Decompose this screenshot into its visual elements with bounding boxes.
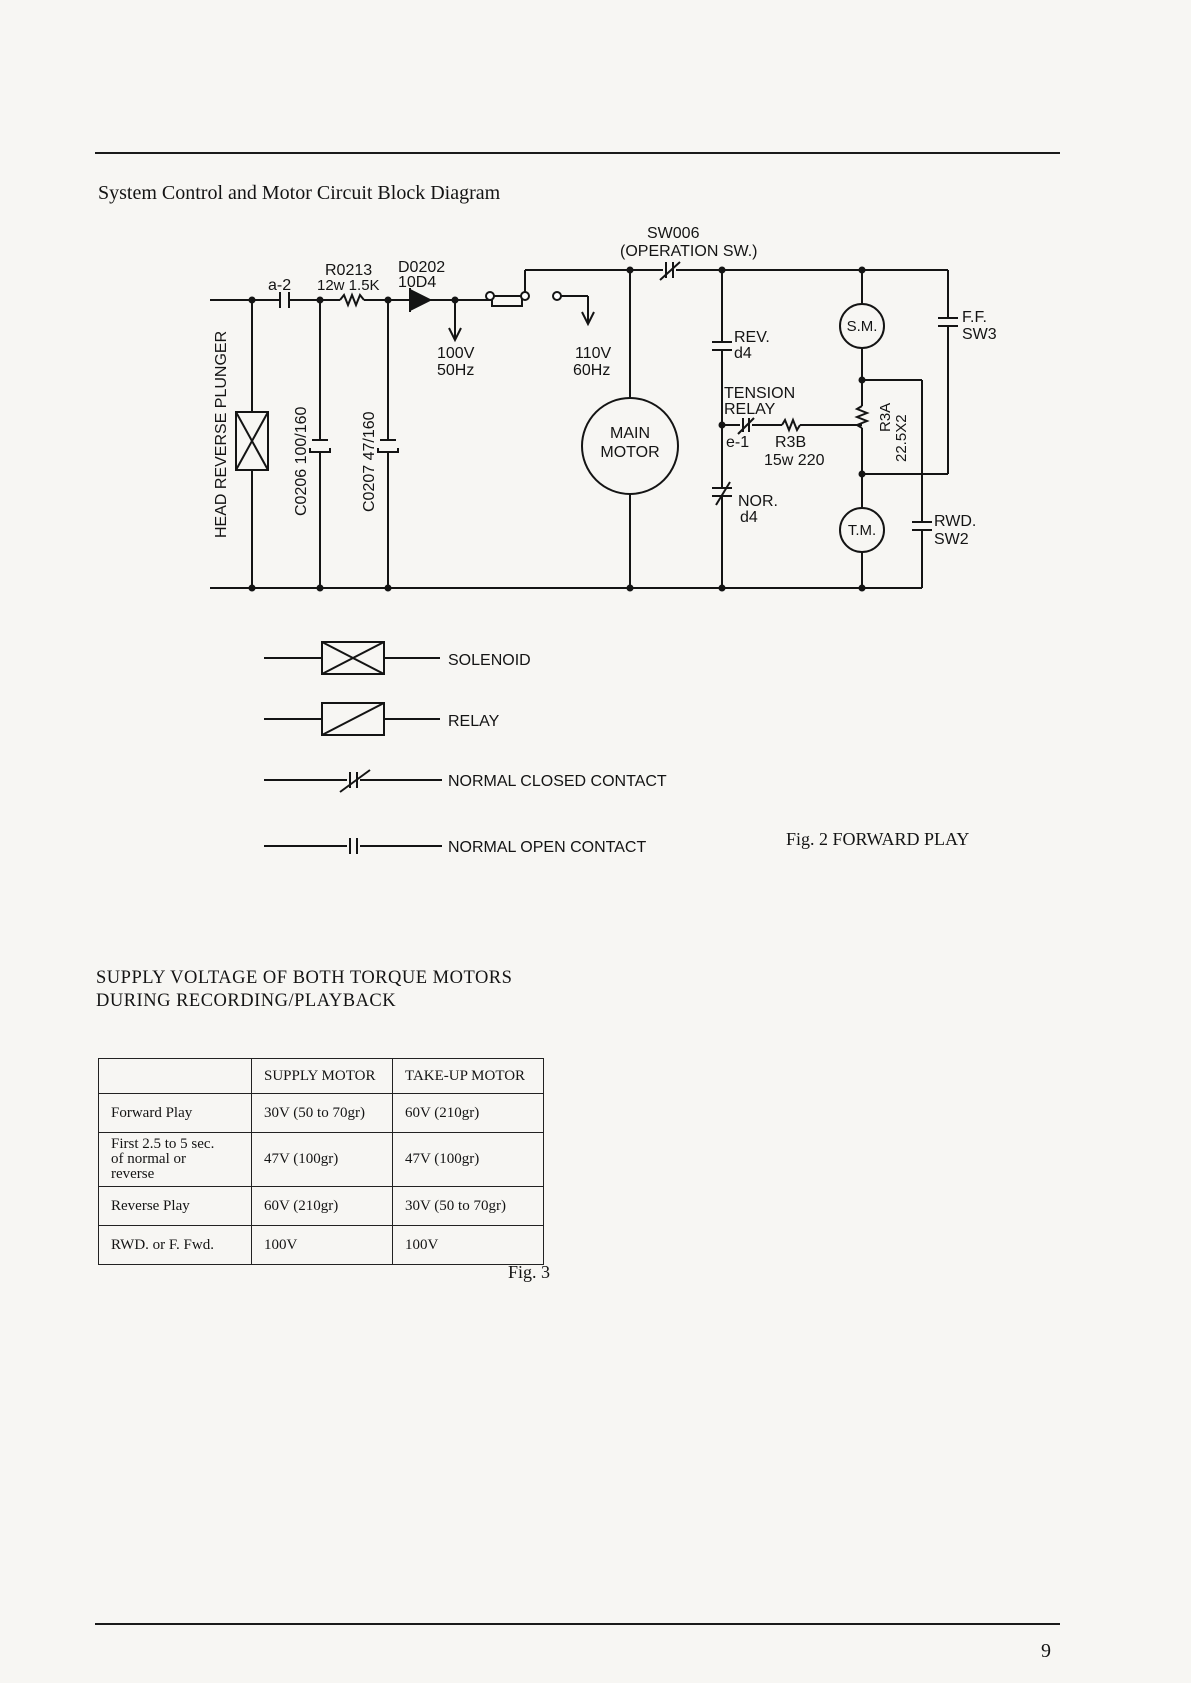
takeup-cell: 60V (210gr) — [392, 1093, 544, 1133]
legend-relay: RELAY — [448, 713, 500, 730]
takeup-cell: 30V (50 to 70gr) — [392, 1186, 544, 1226]
fig3-caption: Fig. 3 — [508, 1262, 551, 1282]
torque-voltage-table: SUPPLY MOTOR TAKE-UP MOTOR Forward Play … — [98, 1058, 544, 1265]
table-row: First 2.5 to 5 sec. of normal or reverse… — [98, 1132, 544, 1187]
label-sw006: SW006 — [647, 225, 700, 242]
supply-cell: 100V — [251, 1225, 393, 1265]
label-c0207: C0207 47/160 — [361, 411, 378, 512]
row-label: Forward Play — [98, 1093, 252, 1133]
label-main-motor-1: MAIN — [610, 425, 650, 442]
top-rule — [95, 152, 1060, 154]
label-r3b-value: 15w 220 — [764, 452, 825, 469]
circuit-diagram: a-2 R0213 12w 1.5K D0202 10D4 100V 50Hz … — [210, 225, 997, 856]
header-supply-motor: SUPPLY MOTOR — [251, 1058, 393, 1094]
label-head-reverse-plunger: HEAD REVERSE PLUNGER — [213, 331, 230, 538]
legend-solenoid: SOLENOID — [448, 652, 531, 669]
label-rev: REV. — [734, 329, 770, 346]
label-tension-2: RELAY — [724, 401, 776, 418]
takeup-cell: 100V — [392, 1225, 544, 1265]
label-d0202-value: 10D4 — [398, 274, 436, 291]
legend-normal-closed: NORMAL CLOSED CONTACT — [448, 773, 667, 790]
row-label: First 2.5 to 5 sec. of normal or reverse — [98, 1132, 252, 1187]
table-header-row: SUPPLY MOTOR TAKE-UP MOTOR — [98, 1058, 544, 1094]
page-number: 9 — [1041, 1640, 1051, 1662]
supply-cell: 30V (50 to 70gr) — [251, 1093, 393, 1133]
supply-heading-line2: DURING RECORDING/PLAYBACK — [96, 991, 397, 1011]
label-d0202-name: D0202 — [398, 259, 445, 276]
label-sw006-desc: (OPERATION SW.) — [620, 243, 757, 260]
supply-cell: 60V (210gr) — [251, 1186, 393, 1226]
label-nor: NOR. — [738, 493, 778, 510]
label-main-motor-2: MOTOR — [600, 444, 659, 461]
header-takeup-motor: TAKE-UP MOTOR — [392, 1058, 544, 1094]
fig2-caption: Fig. 2 FORWARD PLAY — [786, 829, 970, 849]
page-title: System Control and Motor Circuit Block D… — [98, 182, 501, 204]
supply-cell: 47V (100gr) — [251, 1132, 393, 1187]
label-60hz: 60Hz — [573, 362, 610, 379]
label-rwd: RWD. — [934, 513, 976, 530]
label-110v: 110V — [575, 345, 612, 362]
row-label-line: reverse — [111, 1166, 155, 1182]
takeup-cell: 47V (100gr) — [392, 1132, 544, 1187]
label-r0213-value: 12w 1.5K — [317, 277, 380, 294]
row-label: Reverse Play — [98, 1186, 252, 1226]
legend-normal-open: NORMAL OPEN CONTACT — [448, 839, 646, 856]
label-r3a-value: 22.5X2 — [893, 414, 910, 462]
table-row: RWD. or F. Fwd. 100V 100V — [98, 1225, 544, 1265]
label-sw2: SW2 — [934, 531, 969, 548]
row-label-line: of normal or — [111, 1151, 186, 1167]
label-nor-d4: d4 — [740, 509, 758, 526]
label-tension-1: TENSION — [724, 385, 795, 402]
label-c0206: C0206 100/160 — [293, 406, 310, 516]
row-label-line: First 2.5 to 5 sec. — [111, 1136, 215, 1152]
label-r3b: R3B — [775, 434, 806, 451]
label-sw3: SW3 — [962, 326, 997, 343]
label-r3a: R3A — [877, 403, 894, 432]
header-empty — [98, 1058, 252, 1094]
supply-voltage-heading: SUPPLY VOLTAGE OF BOTH TORQUE MOTORS DUR… — [96, 967, 512, 1013]
label-100v: 100V — [437, 345, 475, 362]
label-tm: T.M. — [848, 522, 876, 539]
supply-heading-line1: SUPPLY VOLTAGE OF BOTH TORQUE MOTORS — [96, 968, 513, 988]
label-r0213-name: R0213 — [325, 262, 372, 279]
table-row: Forward Play 30V (50 to 70gr) 60V (210gr… — [98, 1093, 544, 1133]
label-rev-d4: d4 — [734, 345, 752, 362]
bottom-rule — [95, 1623, 1060, 1625]
table-row: Reverse Play 60V (210gr) 30V (50 to 70gr… — [98, 1186, 544, 1226]
label-sm: S.M. — [847, 318, 878, 335]
row-label: RWD. or F. Fwd. — [98, 1225, 252, 1265]
label-50hz: 50Hz — [437, 362, 474, 379]
label-ff: F.F. — [962, 309, 987, 326]
label-e1: e-1 — [726, 434, 749, 451]
label-a2: a-2 — [268, 277, 291, 294]
